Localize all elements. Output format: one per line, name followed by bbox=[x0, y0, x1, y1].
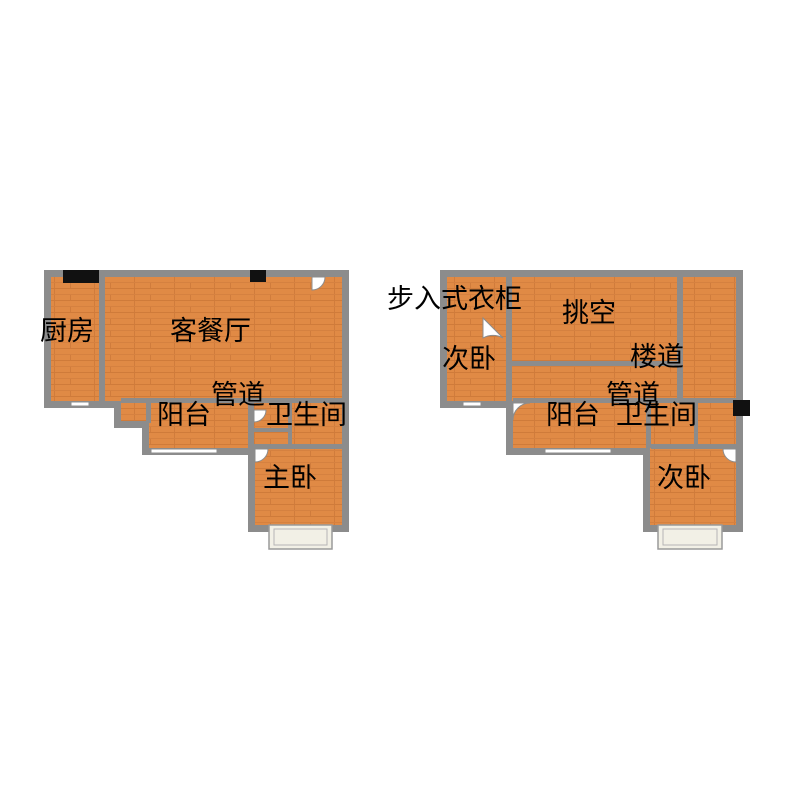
floor-2-wall-bath-south bbox=[651, 444, 736, 449]
floor-1-wall-balcony-east bbox=[248, 403, 254, 448]
floor-2-wall-bath-inner bbox=[694, 403, 698, 444]
floor-2-bay-balcony bbox=[657, 524, 723, 550]
floor-1-wall-bath-south bbox=[254, 444, 342, 449]
floor-1-wall-pipe bbox=[254, 428, 288, 432]
floor-1-window-kitchen bbox=[70, 401, 90, 407]
floor-1-window-balcony bbox=[150, 448, 218, 454]
floor-2-label-stairway: 楼道 bbox=[630, 342, 684, 373]
floor-1-plan: 厨房 客餐厅 管道 阳台 卫生间 主卧 bbox=[40, 270, 349, 550]
floor-1-column-b bbox=[250, 270, 266, 282]
floor-1-wall-living-south bbox=[121, 398, 342, 403]
floor-1-entry-door bbox=[311, 276, 326, 291]
floor-2-window-balcony bbox=[544, 448, 612, 454]
floor-2-label-bathroom: 卫生间 bbox=[616, 400, 697, 431]
floor-2-label-bedroom-a: 次卧 bbox=[442, 344, 496, 375]
floor-1-label-kitchen: 厨房 bbox=[40, 316, 94, 347]
floor-2-wall-stair-west bbox=[677, 277, 683, 401]
floor-2-plan: 步入式衣柜 挑空 次卧 楼道 管道 阳台 卫生间 次卧 bbox=[387, 270, 750, 550]
floor-1-label-pipe-shaft: 管道 bbox=[211, 380, 265, 411]
floor-2-column bbox=[733, 400, 750, 416]
floor-2-label-bedroom-b: 次卧 bbox=[657, 463, 711, 494]
floor-1-wall-kitchen bbox=[99, 277, 105, 401]
floor-1-label-master-bedroom: 主卧 bbox=[263, 463, 317, 494]
floor-1-label-living-dining: 客餐厅 bbox=[170, 316, 251, 347]
floor-2-label-balcony: 阳台 bbox=[546, 400, 600, 431]
floor-2-balcony-door bbox=[512, 402, 531, 421]
floor-2-label-walk-in-closet: 步入式衣柜 bbox=[387, 284, 522, 315]
floor-1-bedroom-door bbox=[254, 448, 269, 463]
floor-2-bedroom-b-door bbox=[722, 448, 737, 463]
floor-1-wall-bath-inner bbox=[288, 403, 292, 444]
floor-2-wall-void-south bbox=[512, 361, 677, 366]
floor-1-bay-balcony bbox=[268, 524, 333, 550]
floor-1-bath-door bbox=[253, 409, 267, 423]
floor-1-column-a bbox=[63, 270, 99, 283]
floor-2-label-void: 挑空 bbox=[562, 298, 616, 329]
floor-2-label-pipe-shaft: 管道 bbox=[606, 380, 660, 411]
floor-2-wall-mid-south bbox=[513, 398, 736, 403]
floor-2-wall-bath-west bbox=[646, 403, 651, 448]
floor-1-wall-balcony-west bbox=[146, 403, 151, 423]
floor-2-window-bedroom-a bbox=[462, 401, 482, 407]
floor-2-wall-bedroom-a-east bbox=[506, 277, 512, 401]
floor-2-bedroom-a-door bbox=[482, 316, 504, 339]
floor-1-label-bathroom: 卫生间 bbox=[266, 400, 347, 431]
floor-1-label-balcony: 阳台 bbox=[157, 400, 211, 431]
